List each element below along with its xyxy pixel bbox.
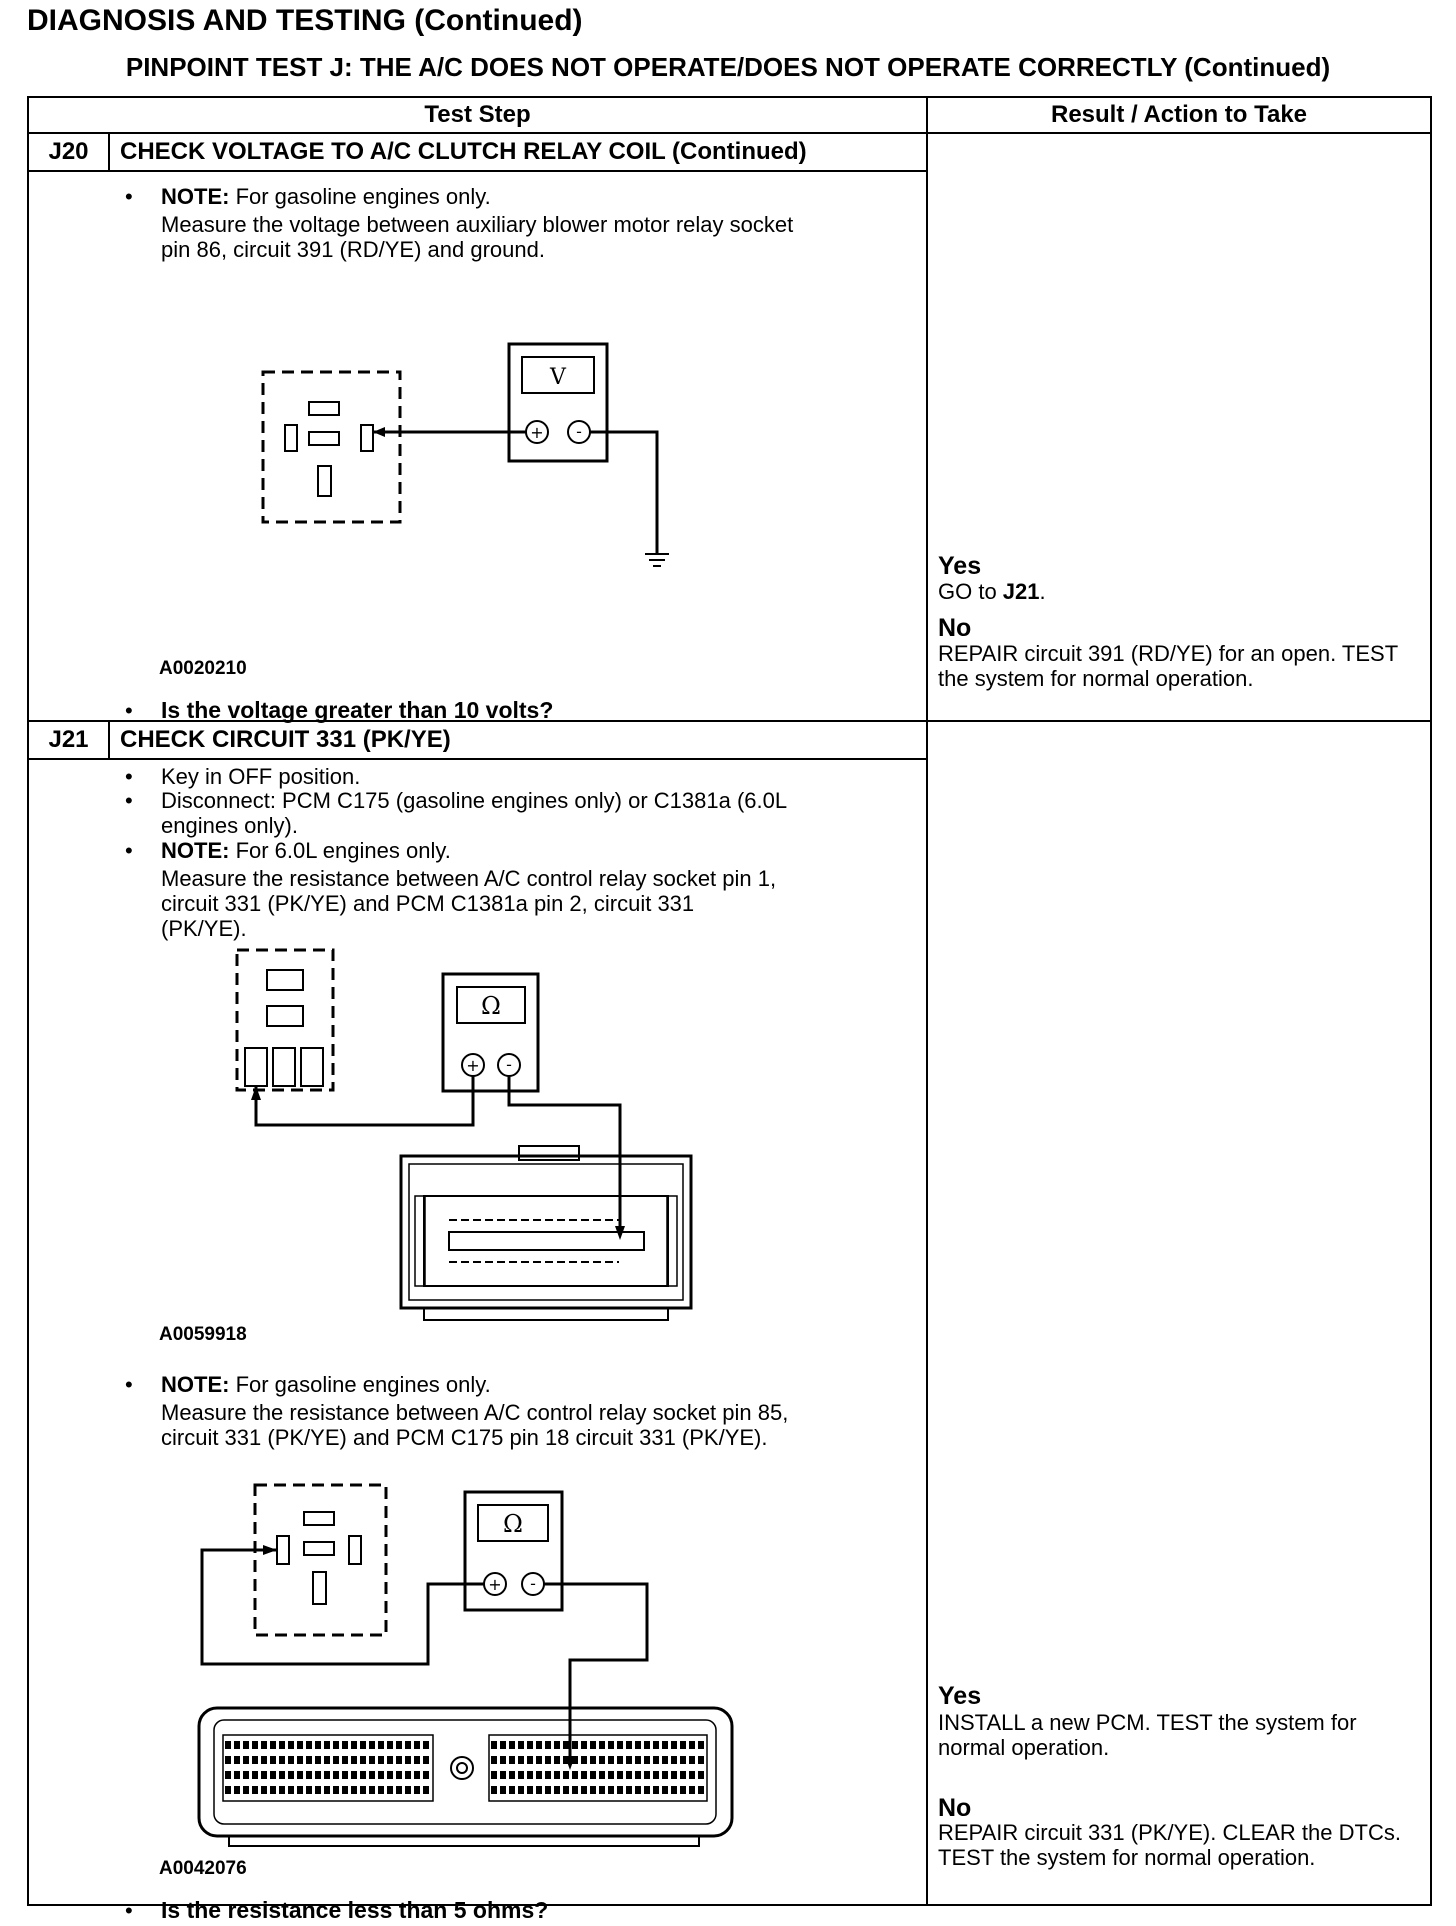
goto-step-link[interactable]: J21 — [1002, 579, 1040, 604]
measure-instruction-gasoline: Measure the resistance between A/C contr… — [161, 1400, 789, 1450]
bullet-key-off: Key in OFF position. — [161, 764, 361, 789]
ohmmeter-symbol: Ω — [503, 1510, 523, 1538]
bullet-icon: • — [125, 788, 133, 813]
svg-text:+: + — [466, 1056, 479, 1075]
step-title-j21: CHECK CIRCUIT 331 (PK/YE) — [108, 720, 928, 760]
no-label: No — [938, 614, 972, 642]
step-body-j20: • NOTE: For gasoline engines only. Measu… — [27, 170, 928, 723]
question-j20: Is the voltage greater than 10 volts? — [161, 697, 554, 723]
svg-text:-: - — [530, 1574, 536, 1593]
yes-label: Yes — [938, 1682, 982, 1710]
bullet-icon: • — [125, 764, 133, 789]
no-action: REPAIR circuit 391 (RD/YE) for an open. … — [938, 641, 1398, 691]
no-label: No — [938, 1794, 972, 1822]
svg-text:+: + — [530, 423, 543, 442]
figure-id-a0020210: A0020210 — [159, 658, 247, 679]
svg-text:-: - — [576, 422, 582, 441]
bullet-icon: • — [125, 698, 133, 723]
yes-action: INSTALL a new PCM. TEST the system for n… — [938, 1710, 1357, 1760]
bullet-icon: • — [125, 1372, 133, 1397]
result-cell-j21: Yes INSTALL a new PCM. TEST the system f… — [926, 720, 1432, 1906]
pinpoint-test-table: Test Step Result / Action to Take J20 CH… — [27, 96, 1432, 1923]
yes-label: Yes — [938, 552, 982, 580]
measure-instruction-6-0l: Measure the resistance between A/C contr… — [161, 866, 777, 941]
step-id-j20: J20 — [27, 132, 110, 172]
question-j21: Is the resistance less than 5 ohms? — [161, 1897, 549, 1923]
svg-text:+: + — [488, 1575, 501, 1594]
bullet-disconnect: Disconnect: PCM C175 (gasoline engines o… — [161, 788, 787, 838]
bullet-icon: • — [125, 1898, 133, 1923]
page-title: DIAGNOSIS AND TESTING (Continued) — [27, 4, 583, 37]
voltmeter-symbol: V — [549, 365, 567, 390]
step-body-j21: • Key in OFF position. • Disconnect: PCM… — [27, 758, 928, 1923]
result-cell-j20: Yes GO to J21. No REPAIR circuit 391 (RD… — [926, 132, 1432, 722]
svg-text:-: - — [506, 1055, 512, 1074]
voltmeter-relay-diagram: V + - — [261, 342, 669, 567]
note-6-0l: NOTE: For 6.0L engines only. — [161, 838, 451, 863]
step-id-j21: J21 — [27, 720, 110, 760]
measure-instruction-j20: Measure the voltage between auxiliary bl… — [161, 212, 794, 262]
ohmmeter-symbol: Ω — [481, 992, 501, 1020]
pinpoint-test-title: PINPOINT TEST J: THE A/C DOES NOT OPERAT… — [125, 52, 1331, 82]
column-header-test-step: Test Step — [27, 96, 928, 134]
figure-id-a0042076: A0042076 — [159, 1858, 247, 1879]
yes-action: GO to J21. — [938, 579, 1046, 604]
ohmmeter-pcm-c1381a-diagram: Ω + - — [197, 948, 734, 1847]
bullet-icon: • — [125, 838, 133, 863]
step-title-j20: CHECK VOLTAGE TO A/C CLUTCH RELAY COIL (… — [108, 132, 928, 172]
column-header-result: Result / Action to Take — [926, 96, 1432, 134]
note-j20: NOTE: For gasoline engines only. — [161, 184, 491, 209]
no-action: REPAIR circuit 331 (PK/YE). CLEAR the DT… — [938, 1820, 1401, 1870]
bullet-icon: • — [125, 184, 133, 209]
figure-id-a0059918: A0059918 — [159, 1324, 247, 1345]
note-gasoline: NOTE: For gasoline engines only. — [161, 1372, 491, 1397]
